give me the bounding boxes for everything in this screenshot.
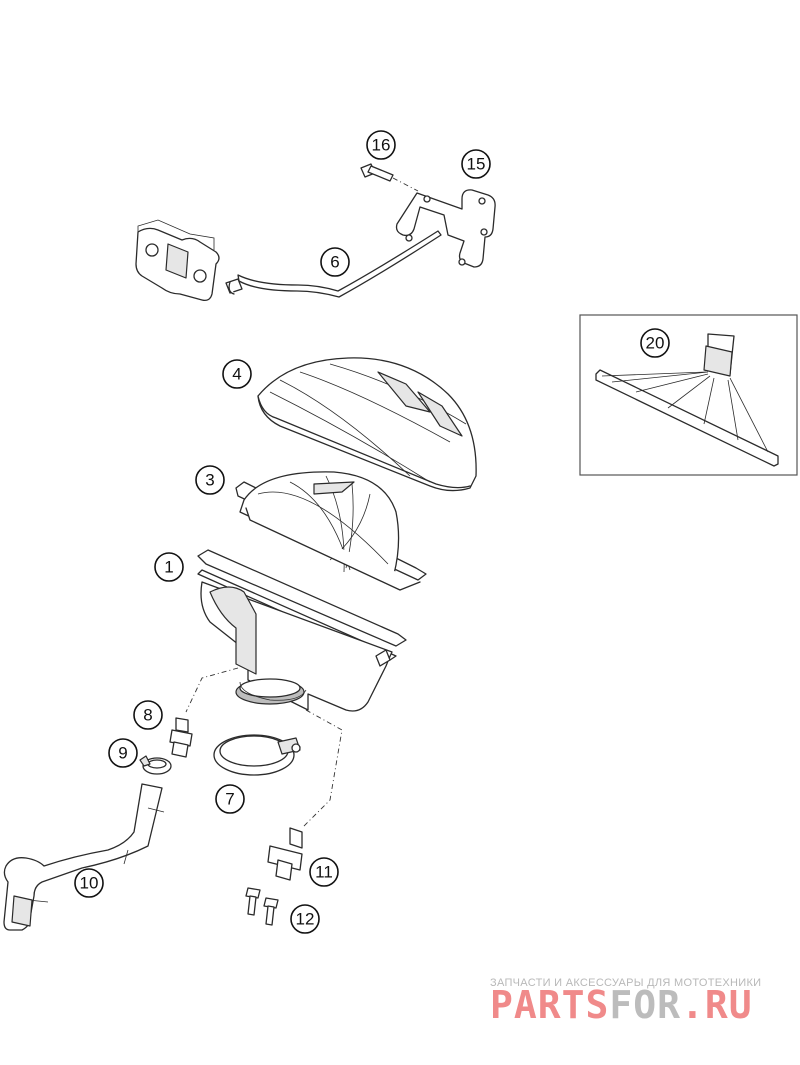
callout-10: 10: [74, 868, 104, 898]
callout-11-label: 11: [315, 863, 333, 882]
part-10-hose: [3, 783, 165, 931]
callout-7-label: 7: [225, 790, 234, 809]
part-8-connector: [169, 717, 193, 758]
callout-10-label: 10: [80, 874, 99, 893]
callout-16-label: 16: [372, 136, 391, 155]
callout-7: 7: [215, 784, 245, 814]
watermark-logo: PARTSFOR.RU: [490, 983, 753, 1027]
part-3-filter-cage: [235, 471, 427, 591]
callout-4-label: 4: [232, 365, 241, 384]
part-16-bolt: [360, 163, 419, 192]
watermark-tagline: ЗАПЧАСТИ И АКСЕССУАРЫ ДЛЯ МОТОТЕХНИКИ: [490, 977, 761, 989]
part-6-rod: [225, 230, 442, 298]
callout-8-label: 8: [143, 706, 152, 725]
watermark-logo-part3: .RU: [681, 983, 753, 1027]
part-15-bracket: [395, 189, 496, 268]
part-20-tool: [595, 333, 779, 467]
part-7-hose-clamp: [213, 734, 301, 776]
watermark-logo-part2: FOR: [609, 983, 681, 1027]
callout-15: 15: [461, 149, 491, 179]
callout-12: 12: [290, 904, 320, 934]
callout-3-label: 3: [205, 471, 214, 490]
callout-6: 6: [320, 247, 350, 277]
callout-9: 9: [108, 738, 138, 768]
callout-20-label: 20: [646, 334, 665, 353]
part-9-clamp: [139, 755, 172, 775]
part-1-airbox-housing: [197, 549, 407, 712]
part-11-sensor: [267, 827, 303, 881]
watermark: ЗАПЧАСТИ И АКСЕССУАРЫ ДЛЯ МОТОТЕХНИКИ PA…: [490, 977, 761, 1027]
leader-lines: [185, 667, 343, 829]
callout-3: 3: [195, 465, 225, 495]
part-12-screws: [245, 887, 279, 926]
callout-1-label: 1: [164, 558, 173, 577]
part-4-cover: [257, 357, 477, 492]
callout-20: 20: [640, 328, 670, 358]
callout-16: 16: [366, 130, 396, 160]
part-6-mount-block: [135, 219, 220, 302]
callout-8: 8: [133, 700, 163, 730]
callout-12-label: 12: [296, 910, 315, 929]
callout-11: 11: [309, 857, 339, 887]
callout-9-label: 9: [118, 744, 127, 763]
callout-1: 1: [154, 552, 184, 582]
callout-15-label: 15: [467, 155, 486, 174]
callout-6-label: 6: [330, 253, 339, 272]
watermark-logo-part1: PARTS: [490, 983, 609, 1027]
callout-4: 4: [222, 359, 252, 389]
